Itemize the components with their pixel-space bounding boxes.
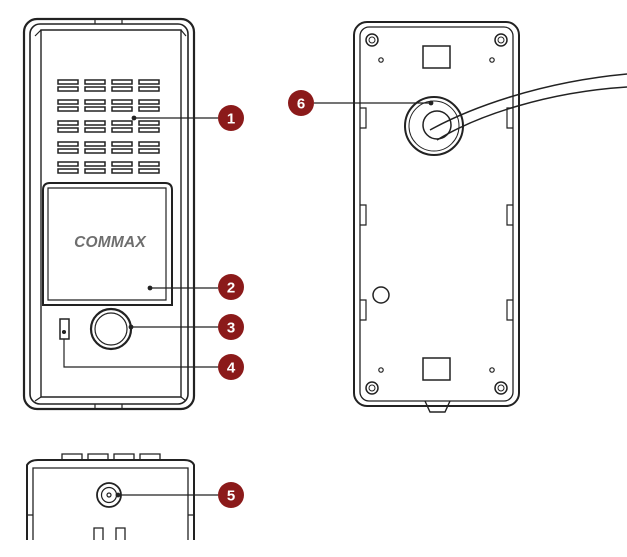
grille-slot	[57, 141, 79, 147]
grille-slot	[57, 161, 79, 167]
grille-slot	[84, 148, 106, 154]
grille-slot	[111, 141, 133, 147]
grille-slot	[111, 148, 133, 154]
grille-slot	[111, 99, 133, 105]
grille-slot	[111, 86, 133, 92]
grille-slot	[111, 127, 133, 133]
callout-3-badge: 3	[218, 314, 244, 340]
grille-slot	[111, 168, 133, 174]
grille-slot	[84, 99, 106, 105]
grille-slot	[57, 127, 79, 133]
microphone	[59, 318, 70, 340]
callout-1-number: 1	[227, 111, 235, 128]
speaker-grille	[57, 79, 160, 174]
grille-slot	[84, 161, 106, 167]
grille-slot	[138, 127, 160, 133]
callout-2-badge: 2	[218, 274, 244, 300]
callout-4-badge: 4	[218, 354, 244, 380]
grille-slot	[138, 141, 160, 147]
callout-6-badge: 6	[288, 90, 314, 116]
grille-slot	[138, 161, 160, 167]
callout-5-number: 5	[227, 488, 235, 505]
grille-slot	[84, 106, 106, 112]
grille-slot	[111, 120, 133, 126]
grille-slot	[84, 120, 106, 126]
callout-6-number: 6	[297, 96, 305, 113]
front-view	[22, 17, 196, 411]
grille-slot	[57, 99, 79, 105]
grille-slot	[84, 86, 106, 92]
grille-slot	[138, 99, 160, 105]
callout-1-badge: 1	[218, 105, 244, 131]
callout-leaders	[63, 102, 431, 496]
grille-slot	[57, 120, 79, 126]
grille-slot	[138, 168, 160, 174]
callout-3-number: 3	[227, 320, 235, 337]
grille-slot	[111, 161, 133, 167]
name-plate	[42, 182, 173, 306]
brand-label: COMMAX	[74, 234, 147, 251]
cable	[429, 73, 627, 141]
grille-slot	[84, 168, 106, 174]
callout-5-badge: 5	[218, 482, 244, 508]
grille-slot	[57, 79, 79, 85]
grille-slot	[84, 79, 106, 85]
grille-slot	[111, 79, 133, 85]
grille-slot	[57, 168, 79, 174]
grille-slot	[138, 148, 160, 154]
back-view	[353, 21, 520, 413]
callout-2-number: 2	[227, 280, 235, 297]
grille-slot	[138, 106, 160, 112]
bottom-view	[26, 453, 195, 540]
grille-slot	[84, 141, 106, 147]
camera-lens	[89, 307, 133, 351]
grille-slot	[84, 127, 106, 133]
grille-slot	[138, 79, 160, 85]
callout-endpoints	[115, 100, 434, 498]
grille-slot	[138, 86, 160, 92]
grille-slot	[111, 106, 133, 112]
grille-slot	[138, 120, 160, 126]
grille-slot	[57, 148, 79, 154]
callout-4-number: 4	[227, 360, 236, 377]
grille-slot	[57, 106, 79, 112]
grille-slot	[57, 86, 79, 92]
